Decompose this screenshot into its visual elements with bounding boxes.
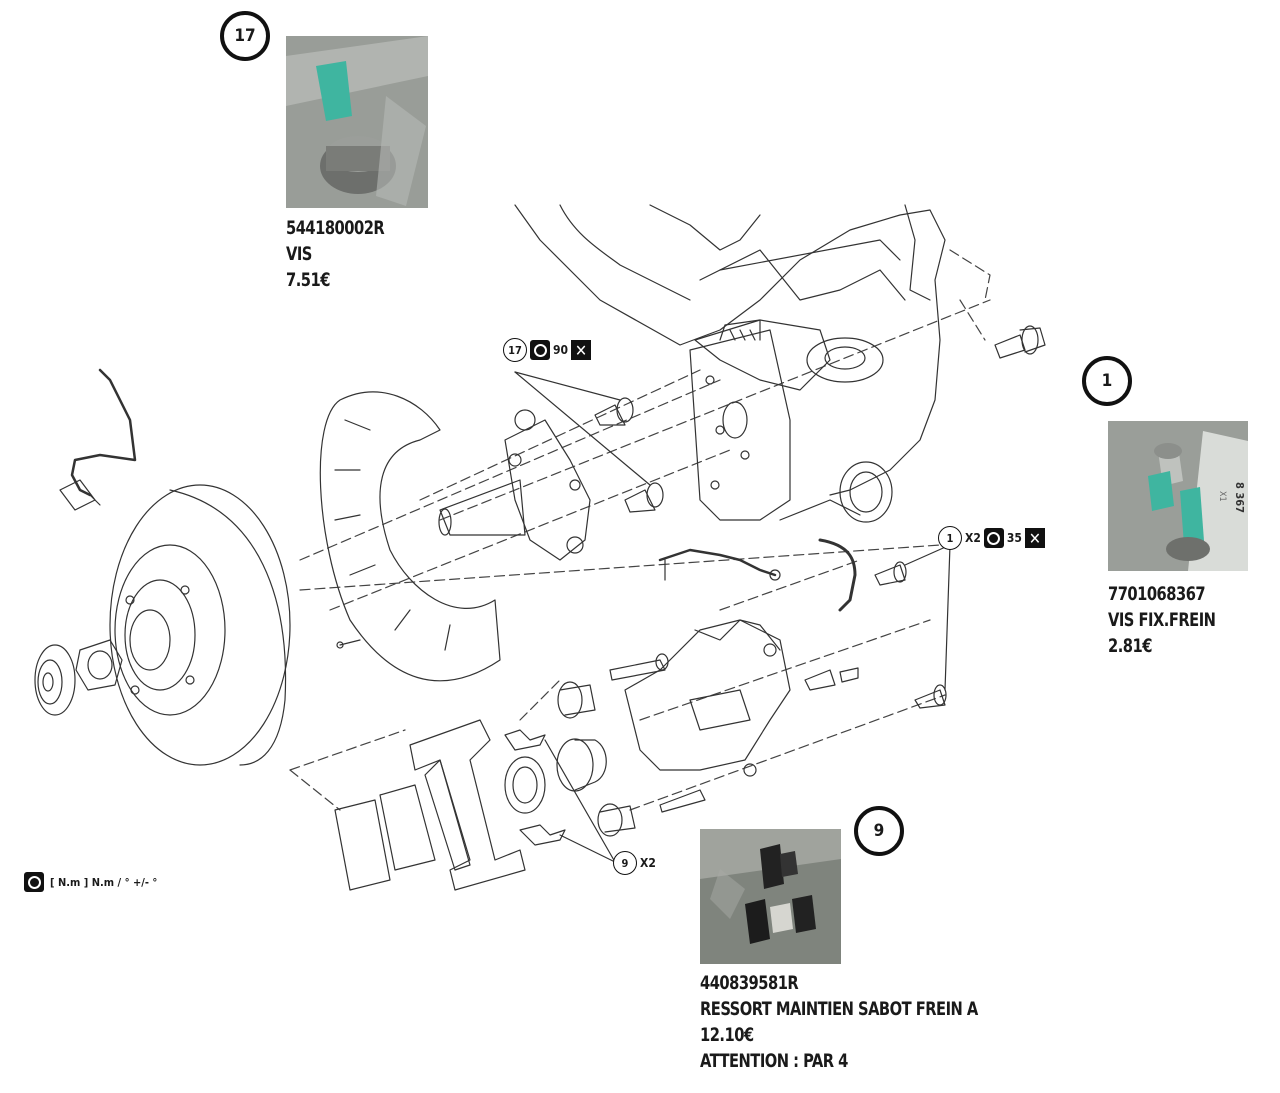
hub-nut bbox=[34, 639, 123, 716]
part-price: 7.51€ bbox=[286, 269, 330, 291]
piston-parts bbox=[504, 681, 636, 837]
callout-ref: 9 bbox=[613, 851, 637, 875]
part-price: 2.81€ bbox=[1108, 635, 1152, 657]
part-photo-9 bbox=[700, 829, 841, 964]
assembly-guide-lines bbox=[289, 249, 991, 811]
callout-ref: 17 bbox=[503, 338, 527, 362]
callout-9: 9 X2 bbox=[613, 851, 656, 875]
part-badge-1: 1 bbox=[1082, 356, 1132, 406]
svg-text:X1: X1 bbox=[1217, 491, 1227, 502]
torque-legend: [ N.m ] N.m / ° +/- ° bbox=[24, 872, 157, 892]
callout-17: 17 90 ✕ bbox=[503, 338, 592, 362]
torque-icon bbox=[24, 872, 44, 892]
part-designation: VIS FIX.FREIN bbox=[1108, 609, 1216, 631]
part-info-17: 544180002R VIS 7.51€ bbox=[286, 215, 385, 293]
part-note: ATTENTION : PAR 4 bbox=[700, 1050, 848, 1072]
part-designation: RESSORT MAINTIEN SABOT FREIN A bbox=[700, 998, 978, 1020]
torque-icon bbox=[530, 340, 550, 360]
bolts-17 bbox=[514, 371, 664, 513]
torque-icon bbox=[983, 528, 1004, 548]
part-info-9: 440839581R RESSORT MAINTIEN SABOT FREIN … bbox=[700, 970, 978, 1074]
brake-hose bbox=[658, 538, 857, 612]
caliper-assembly bbox=[609, 619, 859, 813]
part-reference: 7701068367 bbox=[1108, 583, 1206, 605]
callout-ref: 1 bbox=[938, 526, 962, 550]
abs-cable bbox=[59, 368, 137, 511]
anti-rattle-springs bbox=[504, 729, 566, 846]
part-badge-9: 9 bbox=[854, 806, 904, 856]
part-info-1: 7701068367 VIS FIX.FREIN 2.81€ bbox=[1108, 581, 1216, 659]
part-reference: 544180002R bbox=[286, 217, 385, 239]
dust-shield bbox=[319, 391, 501, 682]
leader-9 bbox=[544, 739, 616, 863]
replace-icon: ✕ bbox=[571, 340, 592, 360]
part-badge-17: 17 bbox=[220, 11, 270, 61]
photo-label: 8 367 bbox=[1233, 482, 1246, 513]
part-designation: VIS bbox=[286, 243, 312, 265]
part-price: 12.10€ bbox=[700, 1024, 754, 1046]
brake-pads bbox=[334, 719, 526, 891]
callout-qty: X2 bbox=[640, 856, 656, 870]
callout-1: 1 X2 35 ✕ bbox=[938, 526, 1045, 550]
part-reference: 440839581R bbox=[700, 972, 799, 994]
rear-axle-arm bbox=[514, 204, 946, 523]
replace-icon: ✕ bbox=[1024, 528, 1045, 548]
torque-value: 35 bbox=[1006, 531, 1022, 545]
part-photo-17 bbox=[286, 36, 428, 208]
brake-disc bbox=[109, 484, 291, 766]
torque-value: 90 bbox=[553, 343, 569, 357]
legend-text: [ N.m ] N.m / ° +/- ° bbox=[50, 875, 158, 889]
stub-axle bbox=[438, 409, 591, 561]
bolts-1 bbox=[874, 544, 951, 709]
callout-qty: X2 bbox=[965, 531, 981, 545]
arm-bolt bbox=[994, 325, 1046, 359]
part-photo-1: X1 8 367 bbox=[1108, 421, 1248, 571]
